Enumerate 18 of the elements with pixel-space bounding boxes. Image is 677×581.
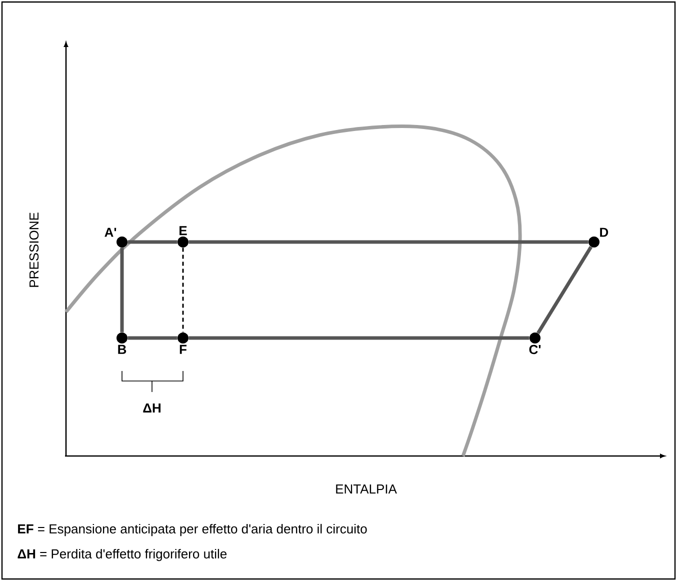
node-label: A' [104, 228, 116, 237]
cycle-line [182, 248, 184, 332]
node-label: F [180, 344, 186, 354]
cycle-line [188, 336, 530, 340]
node-label: C' [529, 344, 541, 354]
node-label: B [118, 344, 126, 354]
legend-note: ΔH = Perdita d'effetto frigorifero utile [18, 548, 227, 562]
cycle-line [128, 336, 178, 340]
node-label: E [180, 226, 187, 236]
cycle-line [120, 248, 124, 332]
node-label: D [600, 228, 608, 237]
cycle-line [536, 246, 593, 334]
cycle-line [128, 240, 178, 244]
cycle-line [188, 240, 588, 244]
bracket-label: ΔH [143, 404, 160, 412]
axis-label: ENTALPIA [336, 484, 397, 494]
legend-note: EF = Espansione anticipata per effetto d'aria dentro il circuito [18, 524, 367, 536]
axis-label: PRESSIONE [29, 212, 39, 287]
